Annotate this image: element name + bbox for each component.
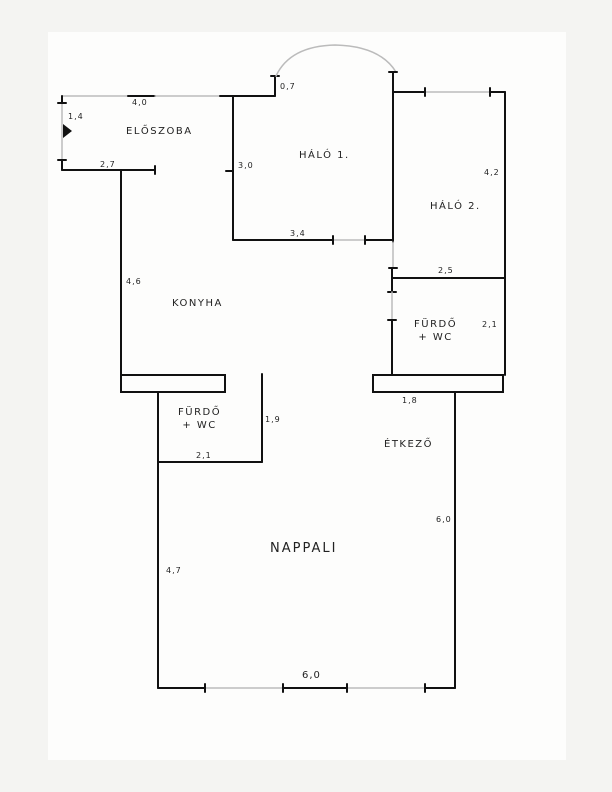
room-halo1: HÁLÓ 1. (299, 150, 350, 161)
bay-window-arc (275, 44, 397, 77)
room-eloszoba: ELŐSZOBA (126, 126, 193, 137)
room-konyha: KONYHA (172, 298, 223, 309)
dim-eloszoba-height: 1,4 (68, 112, 84, 121)
room-furdo-left-line1: FÜRDŐ (178, 407, 222, 418)
dim-furdo-left-width: 2,1 (196, 451, 212, 460)
dim-nappali-right: 6,0 (436, 515, 452, 524)
dim-halo1-height: 3,0 (238, 161, 254, 170)
dim-eloszoba-width: 4,0 (132, 98, 148, 107)
dim-furdo-right-width: 2,5 (438, 266, 454, 275)
room-etkezo: ÉTKEZŐ (384, 439, 434, 450)
counter-slab-left (120, 374, 226, 393)
room-furdo-left-line2: + WC (182, 420, 217, 431)
room-halo2: HÁLÓ 2. (430, 201, 481, 212)
dim-konyha-height: 4,6 (126, 277, 142, 286)
dim-halo2-height: 4,2 (484, 168, 500, 177)
entrance-arrow-icon (63, 124, 72, 138)
room-furdo-left: FÜRDŐ + WC (178, 406, 221, 432)
paper-sheet (48, 32, 566, 760)
room-furdo-right: FÜRDŐ + WC (414, 318, 457, 344)
dim-furdo-left-height: 1,9 (265, 415, 281, 424)
room-furdo-right-line1: FÜRDŐ (414, 319, 458, 330)
counter-slab-right (372, 374, 504, 393)
dim-halo1-width: 3,4 (290, 229, 306, 238)
dim-bay: 0,7 (280, 82, 296, 91)
dim-etkezo-width: 1,8 (402, 396, 418, 405)
dim-furdo-right-height: 2,1 (482, 320, 498, 329)
room-nappali: NAPPALI (270, 541, 338, 556)
dim-nappali-bottom: 6,0 (302, 670, 321, 681)
room-furdo-right-line2: + WC (418, 332, 453, 343)
dim-nappali-left: 4,7 (166, 566, 182, 575)
dim-eloszoba-bottom: 2,7 (100, 160, 116, 169)
